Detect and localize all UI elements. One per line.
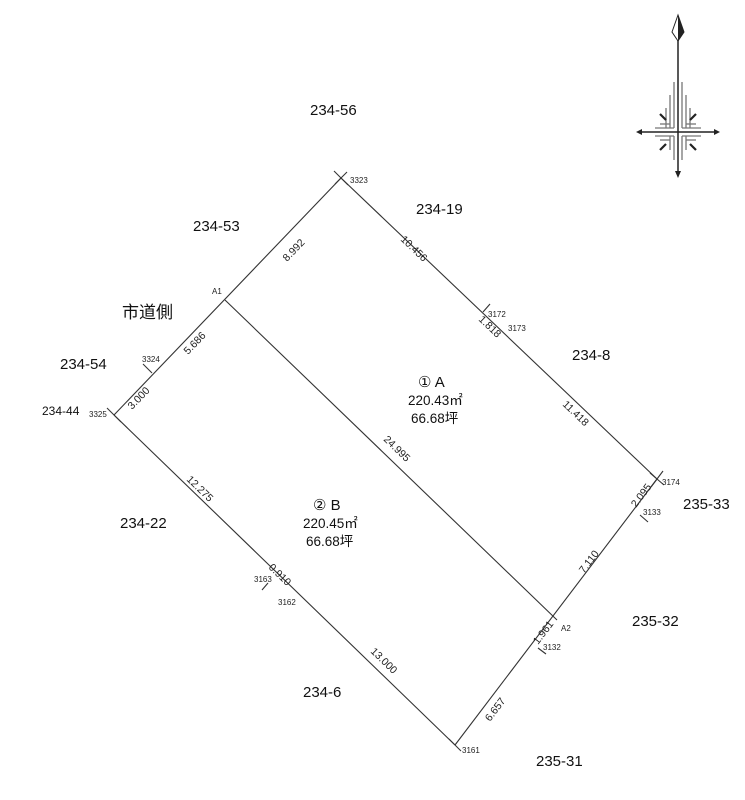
parcel-area-tsubo: 66.68坪 [411,411,458,426]
point-label: 3132 [543,643,561,652]
neighbor-lot: 234-19 [416,201,463,218]
dimension-label: 2.095 [629,482,655,510]
point-label: 3325 [89,410,107,419]
point-label: 3323 [350,176,368,185]
point-label: A1 [212,287,222,296]
parcel-name: ① A [418,374,445,391]
road-side-label: 市道側 [122,303,173,323]
parcel-a: ① A 220.43㎡ 66.68坪 [408,374,463,426]
point-label: 3173 [508,324,526,333]
parcel-area-m2: 220.45㎡ [303,516,358,531]
neighbor-lot: 234-8 [572,347,610,364]
point-label: 3163 [254,575,272,584]
division-line [224,299,558,621]
neighbor-lot: 234-53 [193,218,240,235]
dimension-label: 11.418 [560,398,591,428]
dimension-label: 8.992 [281,237,308,264]
dimension-label: 5.686 [182,330,209,357]
parcel-area-m2: 220.43㎡ [408,393,463,408]
parcel-b: ② B 220.45㎡ 66.68坪 [303,497,358,549]
point-label: A2 [561,624,571,633]
neighbor-lot: 234-44 [42,404,80,418]
north-arrow-icon [636,13,720,178]
point-label: 3161 [462,746,480,755]
dimension-label: 13.000 [368,646,400,677]
dimension-label: 24.995 [381,434,413,465]
neighbor-lot: 235-32 [632,613,679,630]
dimension-label: 10.456 [398,233,430,264]
dimension-label: 6.657 [483,696,509,724]
point-label: 3172 [488,310,506,319]
dimension-label: 7.110 [577,548,602,576]
boundary-lines [106,170,665,752]
neighbor-lot: 235-31 [536,753,583,770]
parcel-name: ② B [313,497,341,514]
neighbor-lot: 235-33 [683,496,730,513]
point-label: 3324 [142,355,160,364]
parcel-area-tsubo: 66.68坪 [306,534,353,549]
dimension-label: 12.275 [184,474,216,505]
neighbor-lot: 234-56 [310,102,357,119]
point-label: 3162 [278,598,296,607]
dimension-label: 3.000 [126,385,153,412]
neighbor-lot: 234-6 [303,684,341,701]
neighbor-lot: 234-54 [60,356,107,373]
neighbor-lot: 234-22 [120,515,167,532]
point-label: 3174 [662,478,680,487]
point-label: 3133 [643,508,661,517]
